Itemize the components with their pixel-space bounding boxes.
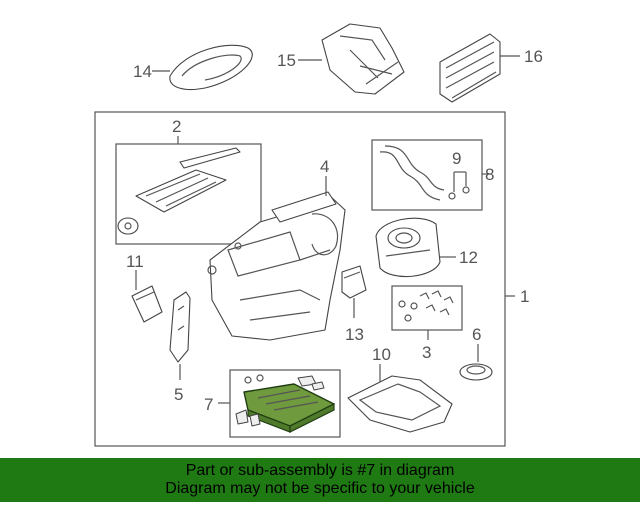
callout-2: 2 bbox=[172, 117, 181, 136]
part-2-box bbox=[115, 143, 262, 245]
callout-3: 3 bbox=[422, 343, 431, 362]
callout-13: 13 bbox=[345, 325, 364, 344]
callout-16: 16 bbox=[524, 47, 543, 66]
parts-diagram: 1 14 15 16 2 8 9 bbox=[94, 23, 543, 447]
part-notice-banner: Part or sub-assembly is #7 in diagram Di… bbox=[0, 458, 640, 502]
callout-5: 5 bbox=[174, 385, 183, 404]
callout-11: 11 bbox=[126, 252, 144, 271]
callout-6: 6 bbox=[472, 325, 481, 344]
callout-1: 1 bbox=[520, 287, 529, 306]
part-8-tubes bbox=[379, 145, 470, 201]
part-15-duct-cover bbox=[321, 23, 405, 95]
banner-line-1: Part or sub-assembly is #7 in diagram bbox=[185, 462, 455, 479]
part-6-cap bbox=[459, 363, 493, 381]
callout-4: 4 bbox=[320, 157, 329, 176]
assembly-frame bbox=[94, 111, 506, 447]
part-3-box bbox=[391, 285, 463, 331]
part-5-bracket bbox=[169, 291, 191, 363]
callout-10: 10 bbox=[372, 345, 391, 364]
banner-line-2: Diagram may not be specific to your vehi… bbox=[165, 480, 475, 497]
callout-9: 9 bbox=[452, 149, 461, 168]
callout-7: 7 bbox=[204, 395, 213, 414]
part-12-blower-motor bbox=[375, 217, 441, 278]
part-8-box bbox=[371, 139, 483, 211]
callout-8: 8 bbox=[485, 165, 494, 184]
part-3-clips bbox=[398, 290, 454, 322]
part-11-module bbox=[131, 285, 163, 323]
part-13-actuator bbox=[341, 265, 367, 299]
part-4-hvac-case bbox=[207, 191, 346, 341]
part-7-heater-core[interactable] bbox=[235, 374, 335, 433]
callout-12: 12 bbox=[459, 248, 478, 267]
part-10-lower-case bbox=[347, 375, 453, 433]
part-2-filter-housing bbox=[117, 147, 241, 235]
callout-15: 15 bbox=[277, 51, 296, 70]
callout-14: 14 bbox=[133, 62, 152, 81]
part-14-inlet-trim bbox=[169, 44, 253, 91]
part-16-cabin-filter bbox=[439, 33, 501, 103]
